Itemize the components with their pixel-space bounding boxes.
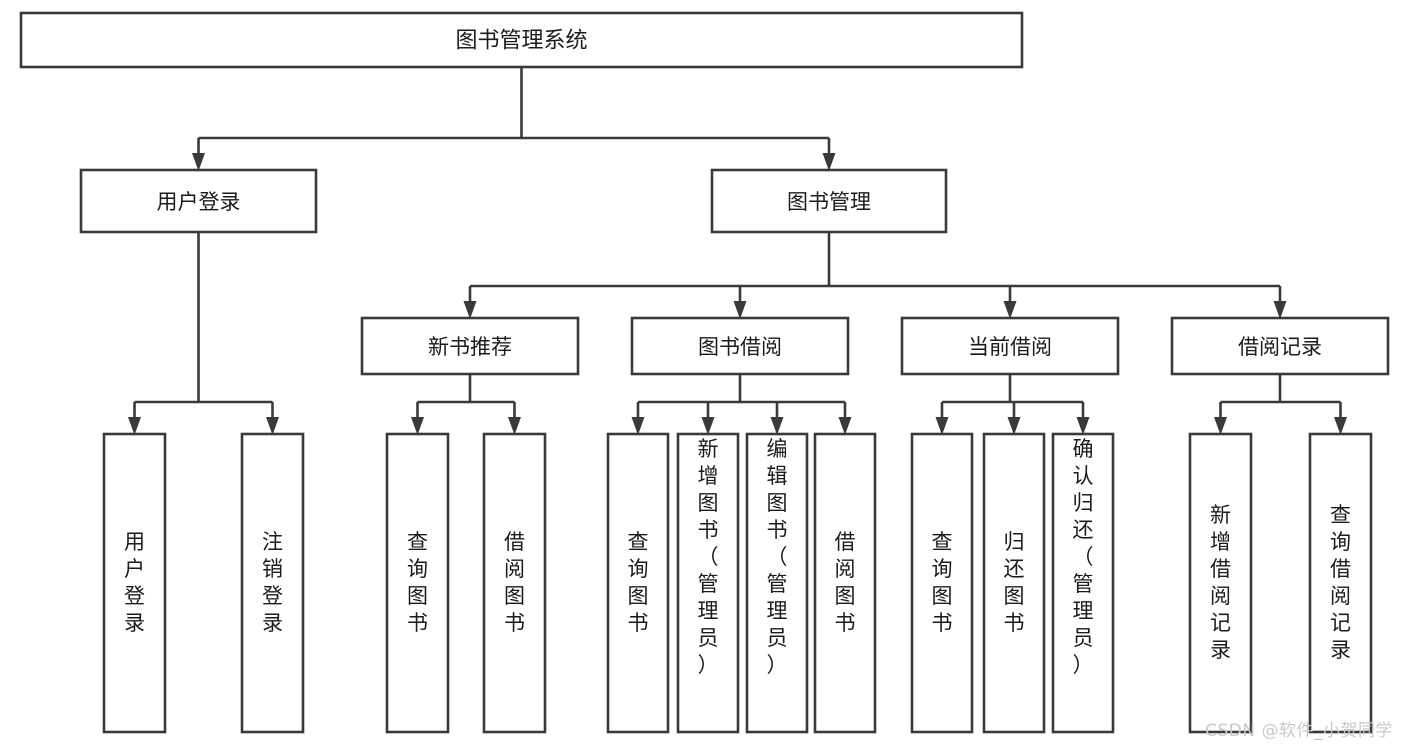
arrow-head-borrow-record bbox=[1273, 301, 1287, 319]
node-box-root bbox=[19, 11, 1024, 69]
node-box-leaf-query-book-recommend bbox=[385, 432, 450, 734]
node-leaf-query-borrow-record[interactable]: 查询借阅记录 bbox=[1308, 432, 1373, 734]
arrow-head-leaf-edit-book-admin bbox=[770, 417, 784, 435]
node-box-new-book-recommend bbox=[360, 316, 580, 376]
node-label-leaf-query-book-recommend: 查询图书 bbox=[407, 530, 428, 635]
node-leaf-confirm-return-admin[interactable]: 确认归还（管理员） bbox=[1051, 432, 1115, 734]
node-leaf-user-login[interactable]: 用户登录 bbox=[102, 432, 167, 734]
node-label-leaf-query-book-borrow: 查询图书 bbox=[628, 530, 649, 635]
node-label-borrow-record: 借阅记录 bbox=[1238, 335, 1322, 359]
node-box-leaf-query-borrow-record bbox=[1308, 432, 1373, 734]
node-box-leaf-user-login bbox=[102, 432, 167, 734]
node-box-book-management bbox=[710, 168, 948, 234]
node-box-leaf-borrow-book bbox=[813, 432, 877, 734]
edge-group-book-management bbox=[463, 232, 1287, 319]
node-label-root: 图书管理系统 bbox=[455, 29, 587, 54]
node-label-leaf-add-book-admin: 新增图书（管理员） bbox=[698, 437, 719, 677]
arrow-head-leaf-query-book-recommend bbox=[411, 417, 424, 435]
node-leaf-add-book-admin[interactable]: 新增图书（管理员） bbox=[676, 432, 740, 734]
arrow-head-new-book-recommend bbox=[463, 301, 477, 319]
node-leaf-query-book-current[interactable]: 查询图书 bbox=[910, 432, 974, 734]
node-box-leaf-return-book bbox=[982, 432, 1046, 734]
arrow-head-leaf-query-book-current bbox=[935, 417, 949, 435]
arrow-head-book-management bbox=[822, 153, 836, 171]
node-book-management[interactable]: 图书管理 bbox=[710, 168, 948, 234]
node-label-leaf-borrow-book-recommend: 借阅图书 bbox=[504, 530, 525, 635]
arrow-head-user-login bbox=[192, 153, 205, 171]
node-box-borrow-record bbox=[1170, 316, 1390, 376]
edge-group-user-login bbox=[128, 232, 279, 435]
node-box-leaf-add-book-admin bbox=[676, 432, 740, 734]
arrow-head-leaf-confirm-return-admin bbox=[1076, 417, 1090, 435]
edge-group-current-borrow bbox=[935, 374, 1090, 435]
arrow-head-leaf-borrow-book-recommend bbox=[508, 417, 521, 435]
node-leaf-query-book-borrow[interactable]: 查询图书 bbox=[606, 432, 670, 734]
node-label-leaf-logout-login: 注销登录 bbox=[262, 530, 283, 635]
arrow-head-current-borrow bbox=[1003, 301, 1017, 319]
node-box-leaf-query-book-current bbox=[910, 432, 974, 734]
node-leaf-borrow-book[interactable]: 借阅图书 bbox=[813, 432, 877, 734]
arrow-head-leaf-add-borrow-record bbox=[1214, 417, 1227, 435]
node-leaf-edit-book-admin[interactable]: 编辑图书（管理员） bbox=[745, 432, 809, 734]
node-leaf-borrow-book-recommend[interactable]: 借阅图书 bbox=[482, 432, 547, 734]
arrow-head-leaf-query-borrow-record bbox=[1334, 417, 1347, 435]
arrow-head-leaf-borrow-book bbox=[838, 417, 852, 435]
node-label-leaf-user-login: 用户登录 bbox=[124, 530, 145, 635]
node-label-leaf-query-borrow-record: 查询借阅记录 bbox=[1330, 503, 1351, 662]
node-label-leaf-query-book-current: 查询图书 bbox=[932, 530, 953, 635]
node-borrow-record[interactable]: 借阅记录 bbox=[1170, 316, 1390, 376]
node-root[interactable]: 图书管理系统 bbox=[19, 11, 1024, 69]
node-leaf-query-book-recommend[interactable]: 查询图书 bbox=[385, 432, 450, 734]
edge-group-root bbox=[192, 67, 836, 171]
node-box-leaf-query-book-borrow bbox=[606, 432, 670, 734]
node-box-leaf-edit-book-admin bbox=[745, 432, 809, 734]
node-box-book-borrow bbox=[630, 316, 850, 376]
arrow-head-book-borrow bbox=[733, 301, 747, 319]
node-leaf-add-borrow-record[interactable]: 新增借阅记录 bbox=[1188, 432, 1253, 734]
edge-layer bbox=[128, 67, 1347, 435]
node-current-borrow[interactable]: 当前借阅 bbox=[900, 316, 1120, 376]
node-user-login[interactable]: 用户登录 bbox=[79, 168, 318, 234]
node-box-leaf-borrow-book-recommend bbox=[482, 432, 547, 734]
arrow-head-leaf-user-login bbox=[128, 417, 141, 435]
node-leaf-return-book[interactable]: 归还图书 bbox=[982, 432, 1046, 734]
arrow-head-leaf-add-book-admin bbox=[701, 417, 715, 435]
node-layer: 图书管理系统用户登录图书管理新书推荐图书借阅当前借阅借阅记录用户登录注销登录查询… bbox=[19, 11, 1390, 734]
node-book-borrow[interactable]: 图书借阅 bbox=[630, 316, 850, 376]
node-leaf-logout-login[interactable]: 注销登录 bbox=[240, 432, 305, 734]
node-label-leaf-confirm-return-admin: 确认归还（管理员） bbox=[1073, 437, 1094, 677]
node-label-current-borrow: 当前借阅 bbox=[968, 335, 1052, 359]
edge-group-new-book-recommend bbox=[411, 374, 521, 435]
node-new-book-recommend[interactable]: 新书推荐 bbox=[360, 316, 580, 376]
node-label-user-login: 用户登录 bbox=[157, 190, 241, 214]
node-box-leaf-logout-login bbox=[240, 432, 305, 734]
node-label-leaf-return-book: 归还图书 bbox=[1004, 530, 1025, 635]
arrow-head-leaf-return-book bbox=[1007, 417, 1021, 435]
node-label-book-management: 图书管理 bbox=[787, 190, 871, 214]
edge-group-book-borrow bbox=[631, 374, 852, 435]
node-box-leaf-confirm-return-admin bbox=[1051, 432, 1115, 734]
node-box-user-login bbox=[79, 168, 318, 234]
arrow-head-leaf-query-book-borrow bbox=[631, 417, 645, 435]
node-box-current-borrow bbox=[900, 316, 1120, 376]
node-box-leaf-add-borrow-record bbox=[1188, 432, 1253, 734]
edge-group-borrow-record bbox=[1214, 374, 1347, 435]
node-label-book-borrow: 图书借阅 bbox=[698, 335, 782, 359]
arrow-head-leaf-logout-login bbox=[266, 417, 279, 435]
node-label-leaf-borrow-book: 借阅图书 bbox=[835, 530, 856, 635]
node-label-leaf-add-borrow-record: 新增借阅记录 bbox=[1210, 503, 1231, 662]
node-label-leaf-edit-book-admin: 编辑图书（管理员） bbox=[767, 437, 788, 677]
node-label-new-book-recommend: 新书推荐 bbox=[428, 335, 512, 359]
